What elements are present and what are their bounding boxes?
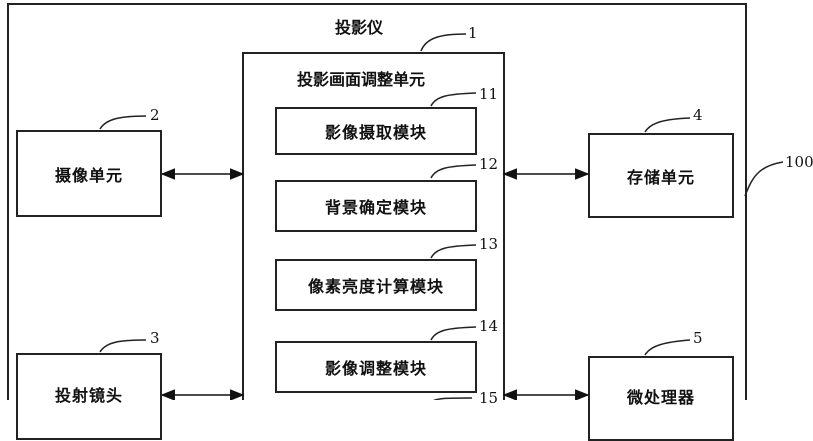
projector-ref: 1 <box>468 24 478 42</box>
adjustment-unit-title: 投影画面调整单元 <box>297 70 426 89</box>
storage-ref: 4 <box>693 106 703 124</box>
camera-unit: 摄像单元 <box>16 130 162 217</box>
camera-ref: 2 <box>150 106 160 124</box>
storage-unit: 存储单元 <box>588 133 734 218</box>
image-capture-module-label: 影像摄取模块 <box>324 123 427 142</box>
leader-12 <box>430 164 477 179</box>
module-ref-13: 13 <box>479 235 499 253</box>
leader-15 <box>432 397 473 400</box>
image-capture-module: 影像摄取模块 <box>275 107 477 155</box>
background-determination-module: 背景确定模块 <box>275 180 477 232</box>
module-ref-11: 11 <box>479 85 499 103</box>
leader-11 <box>430 92 477 107</box>
pixel-brightness-module-label: 像素亮度计算模块 <box>307 277 444 296</box>
leader-100 <box>744 161 784 197</box>
module-ref-15: 15 <box>479 389 499 407</box>
processor-ref: 5 <box>693 329 703 347</box>
storage-unit-label: 存储单元 <box>626 167 695 187</box>
module-ref-12: 12 <box>479 155 499 173</box>
projection-lens-unit: 投射镜头 <box>16 353 162 440</box>
leader-5 <box>644 339 691 356</box>
background-determination-module-label: 背景确定模块 <box>324 198 427 217</box>
system-ref: 100 <box>785 153 813 171</box>
system-frame <box>7 3 747 400</box>
leader-2 <box>99 115 147 130</box>
microprocessor-unit-label: 微处理器 <box>626 387 695 407</box>
leader-13 <box>430 244 477 259</box>
projection-lens-unit-label: 投射镜头 <box>54 385 123 405</box>
image-adjustment-module-label: 影像调整模块 <box>324 359 427 378</box>
image-adjustment-module: 影像调整模块 <box>275 341 477 393</box>
block-diagram <box>7 3 784 400</box>
microprocessor-unit: 微处理器 <box>588 356 734 441</box>
leader-14 <box>430 326 477 341</box>
module-ref-14: 14 <box>479 317 499 335</box>
pixel-brightness-module: 像素亮度计算模块 <box>275 259 477 311</box>
camera-unit-label: 摄像单元 <box>54 165 123 185</box>
leader-1 <box>420 33 467 52</box>
adjustment-unit-frame <box>242 52 505 400</box>
leader-4 <box>644 117 691 133</box>
lens-ref: 3 <box>150 329 160 347</box>
leader-3 <box>99 339 147 353</box>
system-label: 投影仪 <box>335 18 384 37</box>
